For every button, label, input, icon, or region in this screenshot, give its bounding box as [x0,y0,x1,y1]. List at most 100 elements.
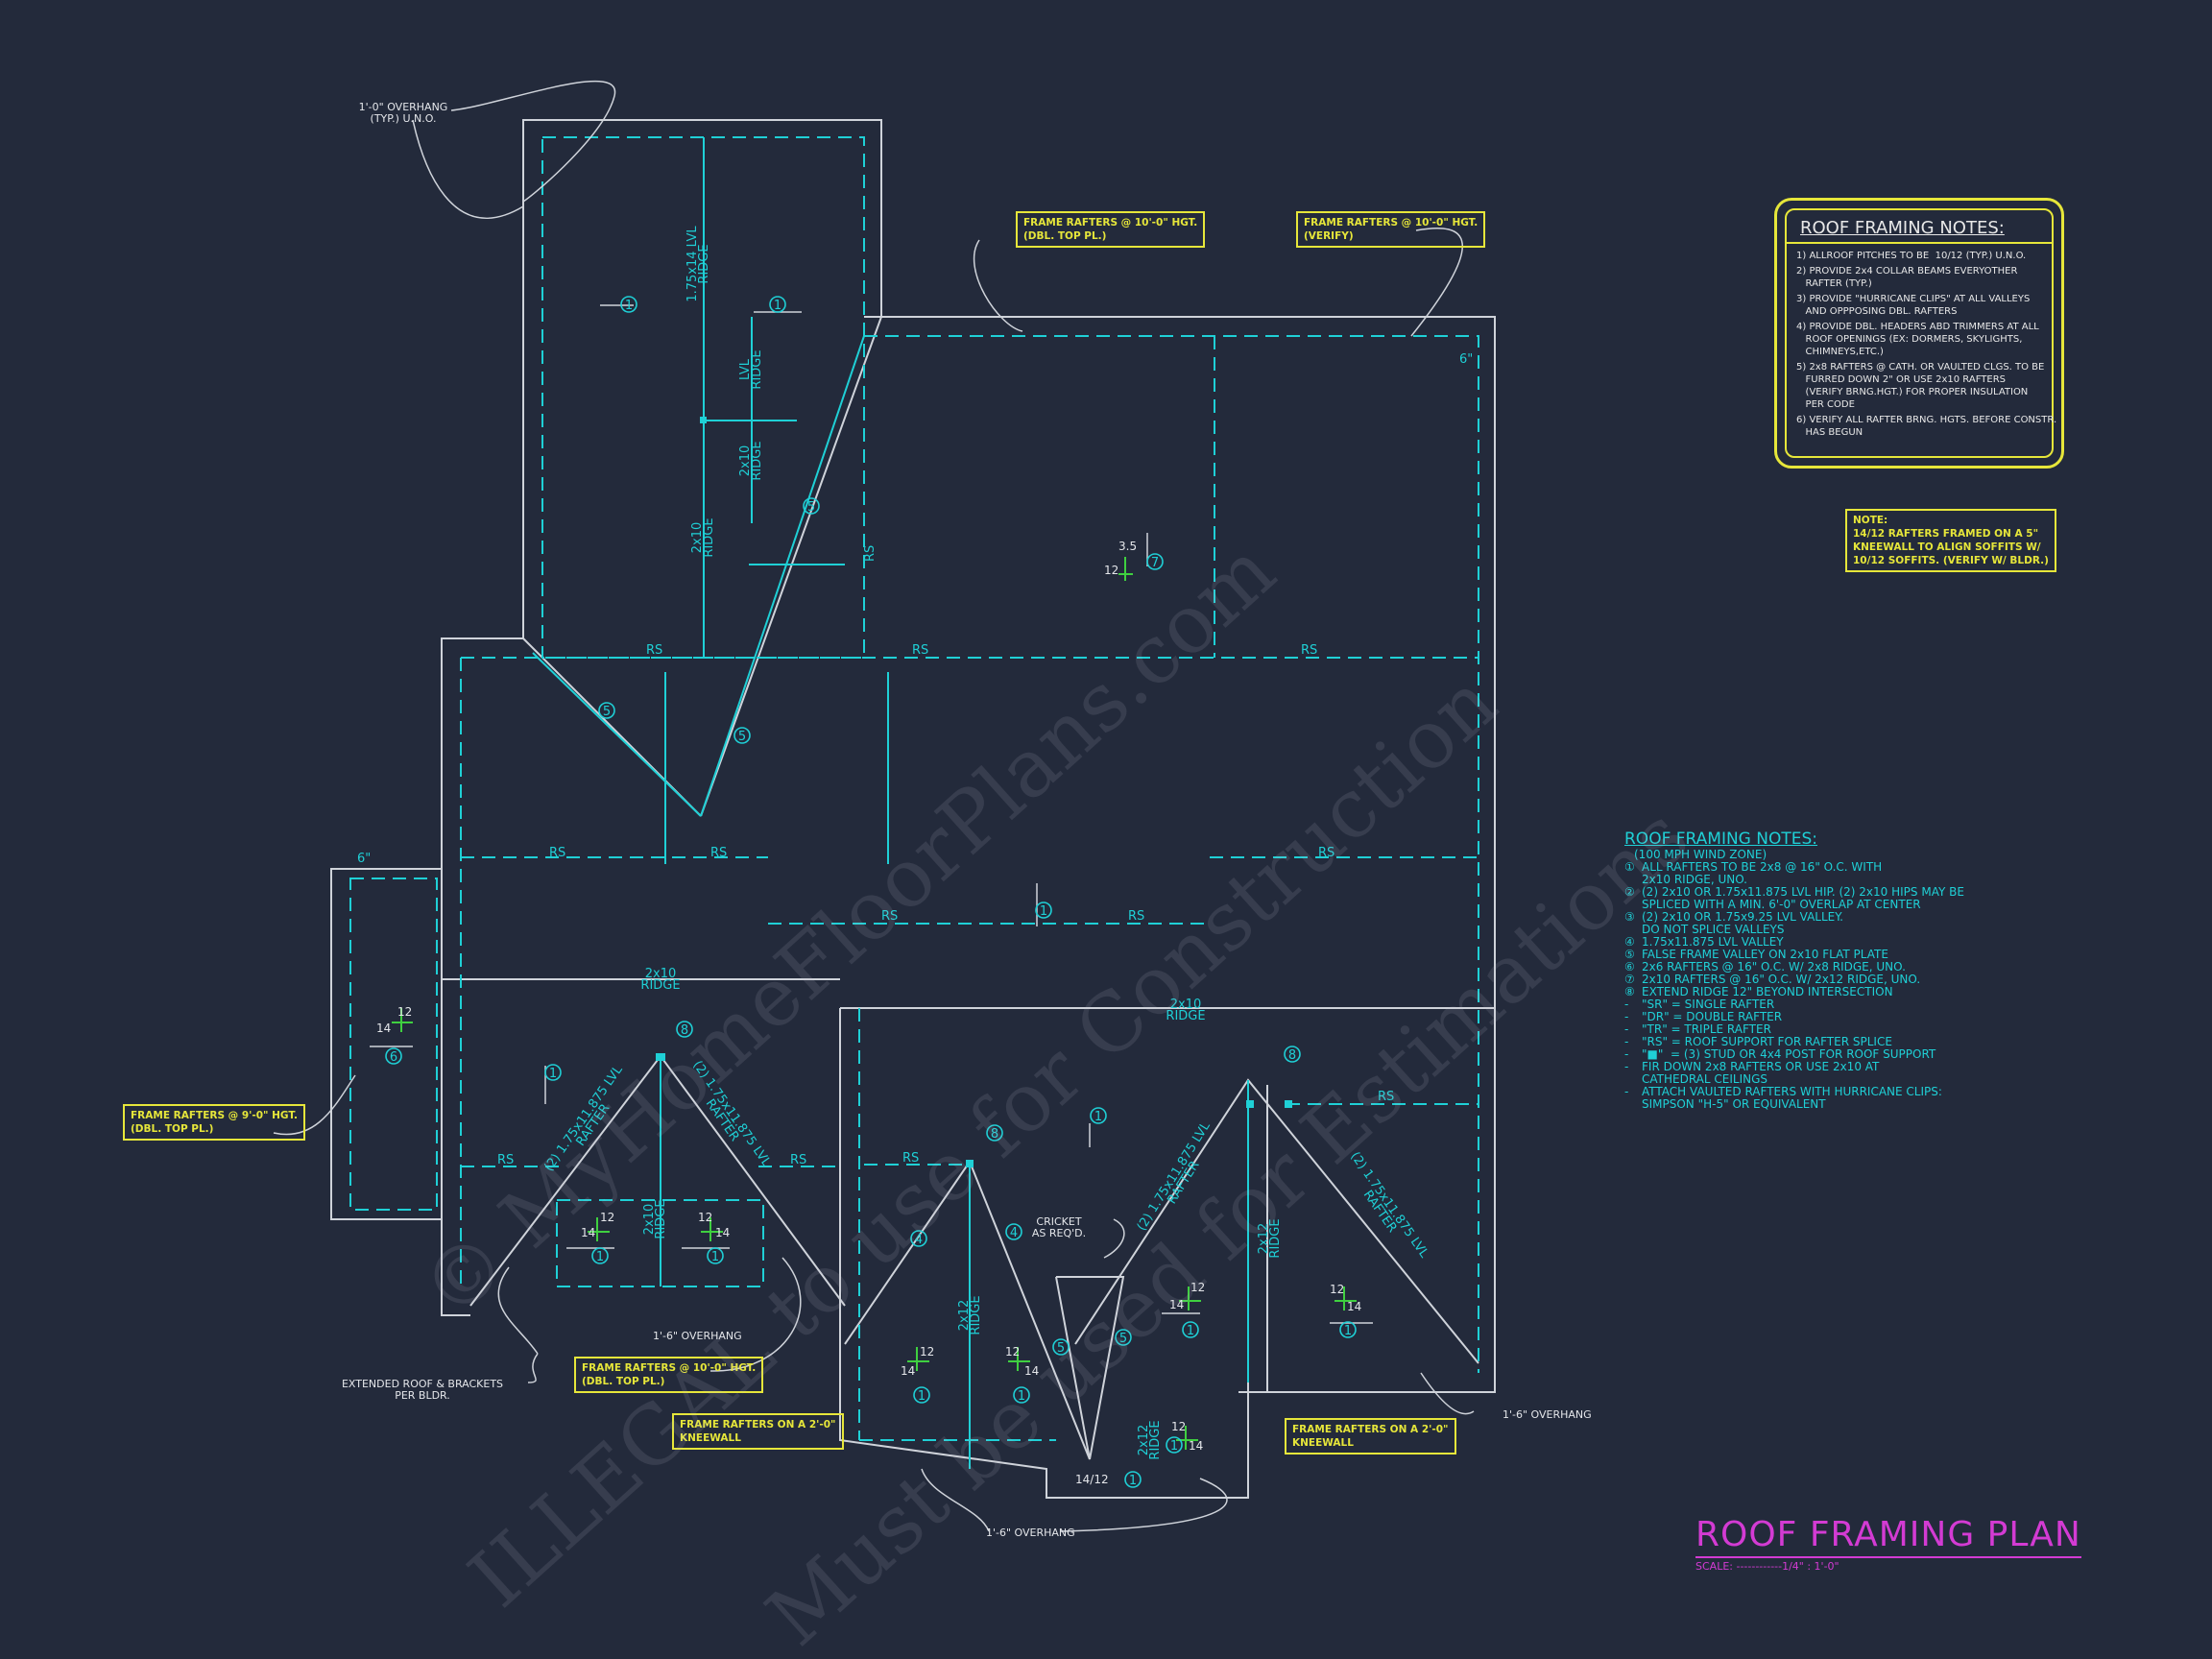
legend-text: (2) 2x10 OR 1.75x9.25 LVL VALLEY. DO NOT… [1642,910,1843,936]
note-marker: 8 [1288,1048,1296,1063]
note-marker: 5 [603,705,611,719]
callout-kneewall: FRAME RAFTERS ON A 2'-0"KNEEWALL [672,1413,844,1450]
legend-text: ATTACH VAULTED RAFTERS WITH HURRICANE CL… [1642,1085,1942,1111]
ridge-label: RIDGE [750,349,764,389]
note-line: KNEEWALL TO ALIGN SOFFITS W/ [1853,541,2041,553]
legend-marker: ③ [1624,910,1635,924]
note-marker: 5 [738,730,746,744]
framing-lines [349,136,1479,1469]
ridge-label: RIDGE [1148,1420,1163,1459]
overhang-note: 1'-6" OVERHANG [986,1527,1075,1539]
pitch-label: 12 [1190,1281,1205,1294]
legend-item: -ATTACH VAULTED RAFTERS WITH HURRICANE C… [1624,1086,1964,1111]
note-marker: 4 [1010,1226,1018,1240]
callout-line: KNEEWALL [1292,1437,1354,1449]
overhang-note: (TYP.) U.N.O. [371,112,437,125]
note-marker: 1 [625,299,633,313]
ridge-label: 2x12 [957,1300,972,1332]
pitch-label: 14 [715,1226,730,1239]
legend-marker: - [1624,1047,1629,1061]
roof-framing-notes-box: ROOF FRAMING NOTES: 1) ALLROOF PITCHES T… [1774,198,2064,469]
callout-rafter-height: FRAME RAFTERS @ 9'-0" HGT.(DBL. TOP PL.) [123,1104,305,1141]
rs-label: RS [1301,643,1317,658]
rs-label: RS [497,1153,514,1167]
overhang-note: 1'-6" OVERHANG [653,1330,742,1342]
rs-label: RS [790,1153,806,1167]
drawing-title: ROOF FRAMING PLAN [1695,1515,2081,1558]
rs-label: RS [902,1151,919,1166]
legend-marker: ① [1624,860,1635,874]
legend-marker: - [1624,1010,1629,1023]
ridge-label: LVL [738,358,753,380]
ridge-label: 2x10 [642,1204,657,1236]
ridge-label: 2x12 [1257,1223,1271,1255]
pitch-label: 14 [581,1226,595,1239]
post-markers [656,417,1292,1167]
ridge-label: RIDGE [697,244,711,283]
legend-text: "RS" = ROOF SUPPORT FOR RAFTER SPLICE [1642,1035,1892,1048]
note-marker: 1 [1018,1389,1025,1404]
ridge-label: RIDGE [702,517,716,557]
rs-label: RS [863,545,878,562]
note-marker: 1 [549,1067,557,1081]
pitch-label: 14/12 [1075,1473,1109,1486]
legend-text: 2x10 RAFTERS @ 16" O.C. W/ 2x12 RIDGE, U… [1642,973,1921,986]
note-marker: 1 [1094,1110,1102,1124]
pitch-label: 12 [1104,564,1118,577]
callout-line: FRAME RAFTERS @ 9'-0" HGT. [131,1110,298,1121]
note-item: 6) VERIFY ALL RAFTER BRNG. HGTS. BEFORE … [1796,415,2057,438]
legend-item: -"TR" = TRIPLE RAFTER [1624,1023,1964,1036]
pitch-label: 12 [600,1211,614,1224]
ridge-label: RIDGE [1268,1218,1283,1258]
ridge-label: 2x10 [690,522,705,554]
legend-text: "TR" = TRIPLE RAFTER [1642,1022,1771,1036]
ridge-label: 2x10 [1170,998,1202,1012]
rs-label: RS [1318,846,1334,860]
pitch-label: 14 [1189,1439,1203,1453]
kneewall-note-box: NOTE: 14/12 RAFTERS FRAMED ON A 5" KNEEW… [1845,509,2056,572]
ridge-label: RIDGE [969,1295,983,1334]
drawing-scale: SCALE: ------------1/4" : 1'-0" [1695,1560,1839,1573]
extended-roof-note: EXTENDED ROOF & BRACKETS [342,1378,503,1390]
pitch-label: 12 [1330,1283,1344,1296]
callout-rafter-height: FRAME RAFTERS @ 10'-0" HGT.(DBL. TOP PL.… [1016,211,1206,248]
callout-line: FRAME RAFTERS ON A 2'-0" [680,1419,836,1431]
dimension-label: 6" [357,852,371,866]
legend-text: 2x6 RAFTERS @ 16" O.C. W/ 2x8 RIDGE, UNO… [1642,960,1906,974]
pitch-label: 14 [1169,1298,1184,1311]
ridge-label: RIDGE [1166,1009,1205,1023]
legend-text: "DR" = DOUBLE RAFTER [1642,1010,1783,1023]
note-marker: 1 [918,1389,926,1404]
legend-item: -FIR DOWN 2x8 RAFTERS OR USE 2x10 AT CAT… [1624,1061,1964,1086]
note-marker: 7 [1151,556,1159,570]
ridge-label: RIDGE [654,1199,668,1238]
rs-label: RS [710,846,727,860]
pitch-label: 12 [698,1211,712,1224]
note-marker: 1 [711,1250,719,1264]
callout-rafter-height: FRAME RAFTERS @ 10'-0" HGT.(DBL. TOP PL.… [574,1357,764,1393]
ridge-label: 2x12 [1137,1425,1151,1456]
legend-text: FALSE FRAME VALLEY ON 2x10 FLAT PLATE [1642,948,1888,961]
pitch-label: 12 [397,1005,412,1019]
ridge-label: 2x10 [738,445,753,477]
pitch-label: 14 [1347,1300,1361,1313]
pitch-label: 12 [1005,1345,1020,1358]
note-marker: 1 [774,299,781,313]
pitch-label: 12 [1171,1420,1186,1433]
circled-note-markers: 1 1 7 5 5 5 1 6 1 8 1 1 1 8 8 4 4 5 5 1 … [385,296,1357,1488]
legend-item: -"■" = (3) STUD OR 4x4 POST FOR ROOF SUP… [1624,1048,1964,1061]
pitch-label: 12 [920,1345,934,1358]
legend-text: EXTEND RIDGE 12" BEYOND INTERSECTION [1642,985,1893,998]
legend-marker: ② [1624,885,1635,899]
note-marker: 8 [991,1127,998,1142]
note-item: 3) PROVIDE "HURRICANE CLIPS" AT ALL VALL… [1796,294,2031,317]
note-marker: 1 [1344,1324,1352,1338]
note-item: 2) PROVIDE 2x4 COLLAR BEAMS EVERYOTHER R… [1796,266,2018,289]
callout-line: (DBL. TOP PL.) [1023,230,1107,242]
legend-item: -"DR" = DOUBLE RAFTER [1624,1011,1964,1023]
note-marker: 1 [1040,904,1047,919]
